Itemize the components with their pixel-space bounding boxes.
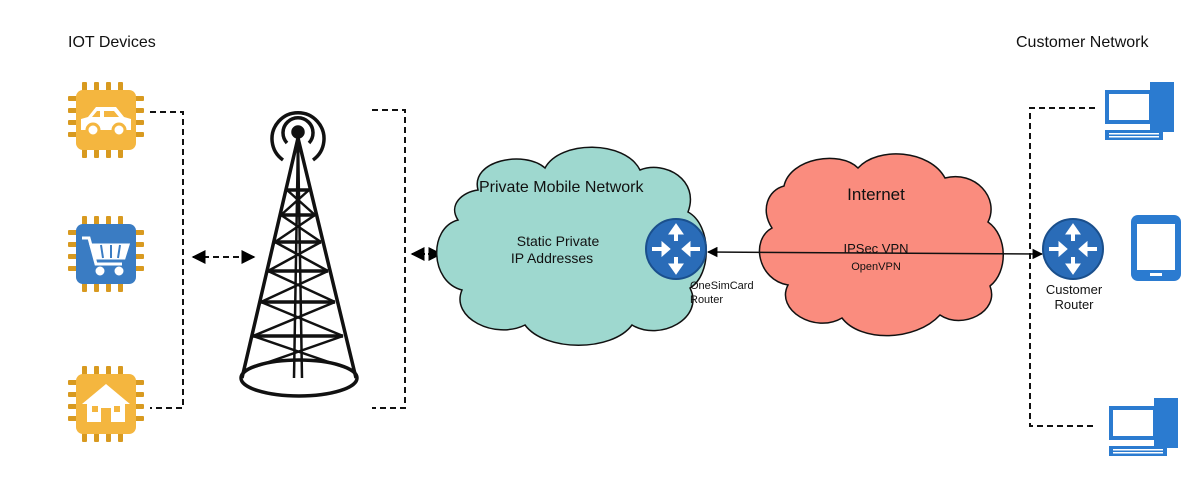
private-network-title: Private Mobile Network	[479, 179, 644, 196]
private-network-cloud	[435, 146, 707, 346]
car-icon	[81, 107, 131, 138]
vpn-tunnel-link	[706, 246, 1044, 260]
house-icon	[82, 384, 130, 422]
tablet-icon	[1131, 215, 1181, 281]
private-network-line1: Static Private	[516, 233, 600, 249]
onesimcard-router-label-2: Router	[690, 294, 724, 306]
tower-group-bracket	[372, 109, 406, 409]
customer-router-icon	[1042, 218, 1104, 280]
cell-tower-icon	[239, 111, 359, 398]
tunnel-line1: IPSec VPN	[843, 241, 909, 256]
iot-device-car	[68, 82, 144, 158]
onesimcard-router-icon	[645, 218, 707, 280]
iot-device-house	[68, 366, 144, 442]
customer-group-bracket	[1029, 107, 1095, 427]
internet-cloud	[758, 153, 1004, 337]
customer-network-heading: Customer Network	[1016, 34, 1149, 51]
iot-devices-heading: IOT Devices	[68, 34, 156, 51]
private-network-line2: IP Addresses	[510, 250, 594, 266]
desktop-computer-icon	[1105, 82, 1174, 140]
desktop-computer-icon	[1109, 398, 1178, 456]
internet-title: Internet	[847, 185, 905, 204]
iot-group-bracket	[150, 111, 184, 409]
shopping-cart-icon	[82, 236, 131, 276]
customer-router-label-2: Router	[1054, 297, 1094, 312]
onesimcard-router-label-1: OneSimCard	[690, 280, 754, 292]
iot-device-cart	[68, 216, 144, 292]
tunnel-line2: OpenVPN	[851, 261, 901, 273]
customer-router-label-1: Customer	[1045, 282, 1103, 297]
